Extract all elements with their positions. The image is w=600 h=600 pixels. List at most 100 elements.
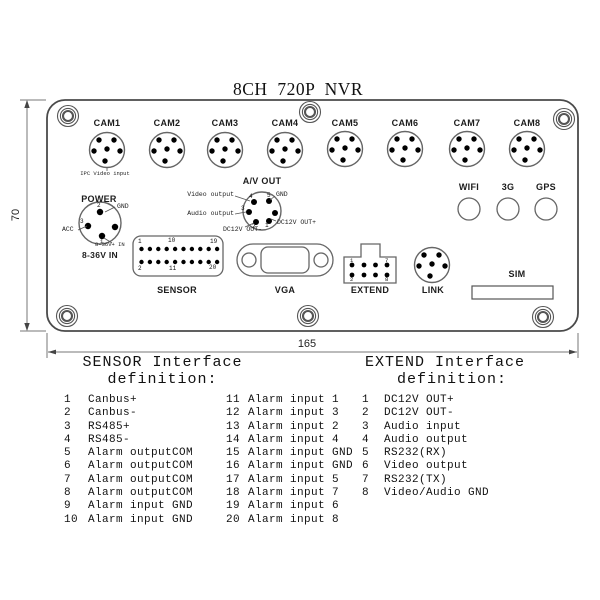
extend-table-row: 7 RS232(TX) bbox=[362, 474, 489, 487]
extend-label: EXTEND bbox=[350, 285, 390, 295]
vga-connector bbox=[236, 243, 334, 277]
power-pin1-number: 1 bbox=[100, 238, 104, 245]
pin-number: 2 bbox=[64, 407, 72, 420]
sensor-pin11-number: 11 bbox=[169, 265, 177, 272]
vga-label: VGA bbox=[274, 285, 296, 295]
sim-label: SIM bbox=[508, 269, 526, 279]
pin-number: 9 bbox=[64, 500, 72, 513]
pin-function: Alarm outputCOM bbox=[88, 460, 194, 473]
pin-function: Audio input bbox=[384, 420, 462, 433]
pin-function: Alarm input 3 bbox=[248, 407, 340, 420]
cam7-label: CAM7 bbox=[453, 118, 481, 128]
pin-number: 8 bbox=[362, 487, 370, 500]
avout-pin4-number: 4 bbox=[249, 193, 253, 200]
pin-number: 16 bbox=[226, 460, 241, 473]
pin-number: 7 bbox=[64, 473, 72, 486]
extend-pin1-number: 1 bbox=[350, 257, 354, 264]
pin-number: 17 bbox=[226, 473, 241, 486]
power-label: POWER bbox=[81, 194, 117, 204]
pin-function: RS232(TX) bbox=[384, 473, 448, 486]
pin-function: Alarm outputCOM bbox=[88, 473, 194, 486]
cam1-note: IPC Video input bbox=[80, 170, 130, 177]
cam1-label: CAM1 bbox=[93, 118, 121, 128]
pin-number: 7 bbox=[362, 473, 370, 486]
pin-number: 10 bbox=[64, 513, 79, 526]
gps-label: GPS bbox=[536, 182, 556, 192]
pin-number: 15 bbox=[226, 447, 241, 460]
antenna-mounts bbox=[457, 197, 558, 221]
sensor-table-row: 1 Canbus+ 11 Alarm input 1 bbox=[64, 394, 353, 407]
pin-number: 19 bbox=[226, 500, 241, 513]
avout-dc12v-plus-label: DC12V OUT+ bbox=[277, 219, 317, 226]
extend-table-row: 1 DC12V OUT+ bbox=[362, 394, 489, 407]
power-acc-label: ACC bbox=[62, 226, 74, 233]
diagram-title: 8CH 720P NVR bbox=[232, 79, 364, 99]
avout-gnd-label: GND bbox=[276, 191, 288, 198]
pin-function: Canbus- bbox=[88, 407, 138, 420]
pin-function: Audio output bbox=[384, 433, 469, 446]
pin-number: 3 bbox=[64, 420, 72, 433]
power-voltage-label: 8-36V IN bbox=[82, 250, 118, 260]
cam3-label: CAM3 bbox=[211, 118, 239, 128]
pin-number: 13 bbox=[226, 420, 241, 433]
pin-number: 4 bbox=[64, 433, 72, 446]
extend-pin2-number: 2 bbox=[350, 276, 354, 283]
pin-number: 1 bbox=[64, 394, 72, 406]
sensor-table-row: 2 Canbus- 12 Alarm input 3 bbox=[64, 407, 353, 420]
wifi-label: WIFI bbox=[458, 182, 480, 192]
pin-function: Alarm input 5 bbox=[248, 473, 340, 486]
sensor-table-title-2: definition: bbox=[107, 371, 218, 388]
sensor-table-row: 7 Alarm outputCOM 17 Alarm input 5 bbox=[64, 474, 353, 487]
pin-number: 8 bbox=[64, 487, 72, 500]
power-pin2-number: 2 bbox=[97, 202, 101, 209]
cam5-label: CAM5 bbox=[331, 118, 359, 128]
width-dimension: 165 bbox=[297, 338, 317, 350]
avout-pin3-number: 3 bbox=[241, 205, 245, 212]
pin-function: Video/Audio GND bbox=[384, 487, 490, 500]
sensor-pin2-number: 2 bbox=[138, 265, 142, 272]
pin-function: Canbus+ bbox=[88, 394, 138, 406]
sensor-pin20-number: 20 bbox=[209, 264, 217, 271]
avout-pin1-number: 1 bbox=[265, 222, 269, 229]
sensor-table-row: 3 RS485+ 13 Alarm input 2 bbox=[64, 421, 353, 434]
cam8-label: CAM8 bbox=[513, 118, 541, 128]
cam2-label: CAM2 bbox=[153, 118, 181, 128]
pin-function: Alarm input 2 bbox=[248, 420, 340, 433]
extend-table-row: 8 Video/Audio GND bbox=[362, 487, 489, 500]
sensor-label: SENSOR bbox=[157, 285, 197, 295]
3g-label: 3G bbox=[501, 182, 515, 192]
panel-outline bbox=[46, 99, 579, 332]
pin-number: 5 bbox=[64, 447, 72, 460]
avout-connector bbox=[234, 191, 282, 231]
dimension-arrows bbox=[24, 100, 577, 355]
pin-number: 11 bbox=[226, 394, 241, 406]
cam-connectors bbox=[90, 132, 545, 171]
pin-function: RS485- bbox=[88, 433, 131, 446]
pin-number: 18 bbox=[226, 487, 241, 500]
pin-function: Alarm outputCOM bbox=[88, 487, 194, 500]
pin-function: Alarm input 4 bbox=[248, 433, 340, 446]
avout-video-label: Video output bbox=[187, 191, 234, 198]
power-gnd-label: GND bbox=[117, 203, 129, 210]
power-pin3-number: 3 bbox=[80, 218, 84, 225]
pin-function: RS485+ bbox=[88, 420, 131, 433]
pin-function: DC12V OUT- bbox=[384, 407, 455, 420]
sensor-pin19-number: 19 bbox=[210, 238, 218, 245]
pin-function: Alarm outputCOM bbox=[88, 447, 194, 460]
pin-function: DC12V OUT+ bbox=[384, 394, 455, 406]
pin-number: 12 bbox=[226, 407, 241, 420]
pin-number: 1 bbox=[362, 394, 370, 406]
power-vin-label: 8-36V+ IN bbox=[95, 241, 125, 248]
avout-label: A/V OUT bbox=[242, 176, 282, 186]
pin-function: Alarm input 1 bbox=[248, 394, 340, 406]
